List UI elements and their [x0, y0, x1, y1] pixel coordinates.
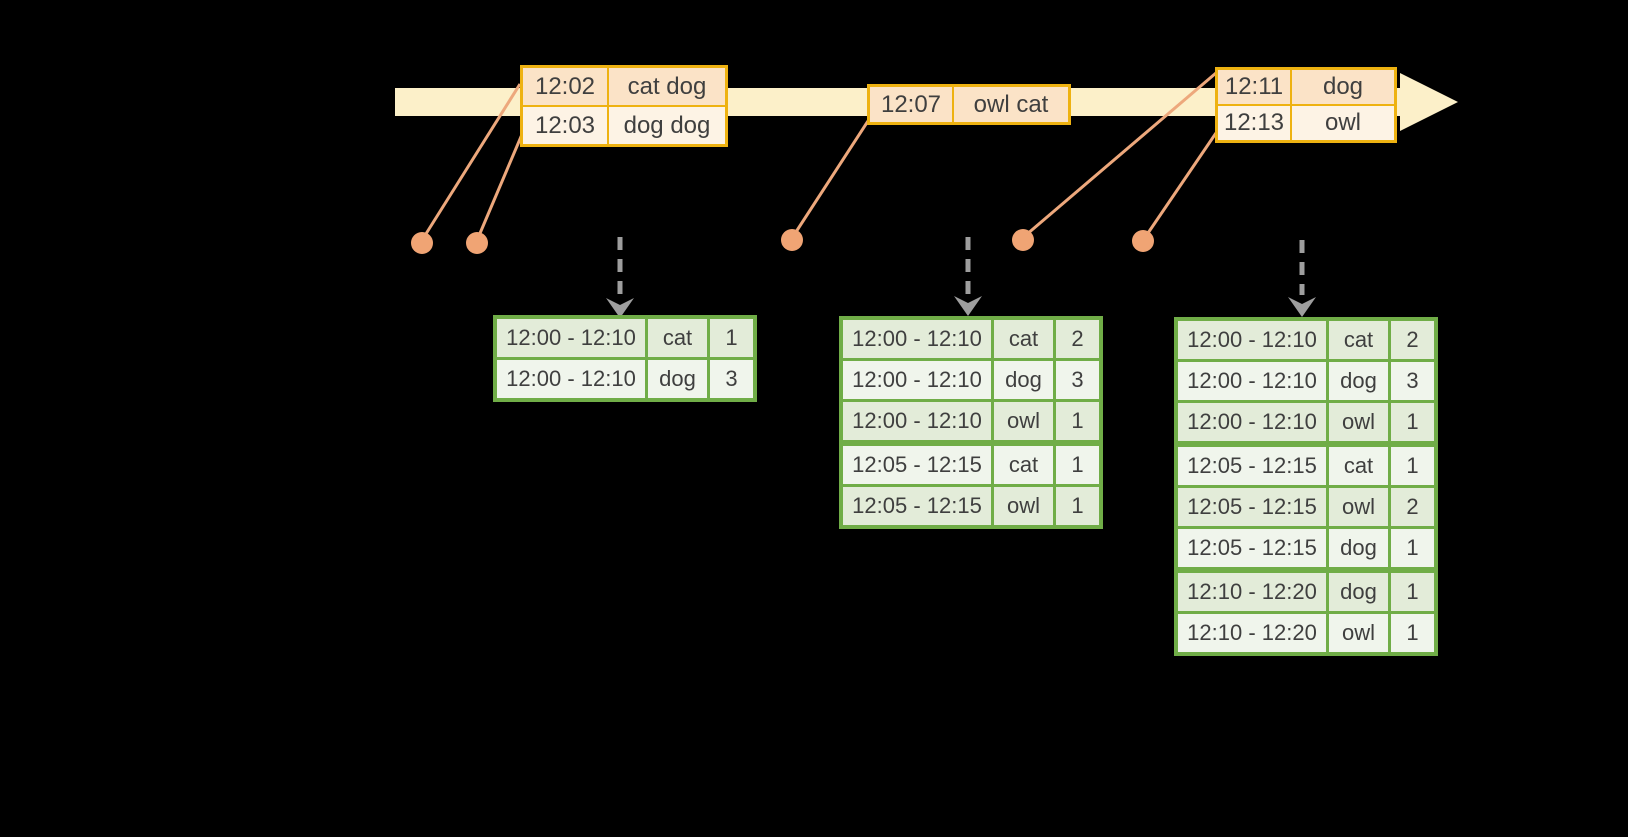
table-row: 12:03 dog dog — [520, 105, 728, 147]
event-words-cell: owl cat — [952, 84, 1071, 125]
table-row: 12:00 - 12:10 owl 1 — [839, 399, 1103, 445]
event-connector-line — [422, 83, 522, 238]
word-cell: owl — [1326, 611, 1391, 656]
table-row: 12:05 - 12:15 cat 1 — [839, 440, 1103, 487]
event-words-cell: dog — [1290, 67, 1397, 106]
window-cell: 12:10 - 12:20 — [1174, 611, 1329, 656]
window-cell: 12:05 - 12:15 — [1174, 485, 1329, 529]
window-cell: 12:00 - 12:10 — [1174, 359, 1329, 403]
window-cell: 12:00 - 12:10 — [839, 358, 994, 402]
word-cell: cat — [991, 440, 1056, 487]
table-row: 12:00 - 12:10 dog 3 — [493, 357, 757, 402]
word-cell: cat — [991, 316, 1056, 361]
word-cell: owl — [991, 399, 1056, 445]
window-cell: 12:00 - 12:10 — [1174, 400, 1329, 446]
table-row: 12:00 - 12:10 cat 2 — [1174, 317, 1438, 362]
count-cell: 1 — [1053, 484, 1103, 529]
event-dot — [781, 229, 803, 251]
table-row: 12:00 - 12:10 dog 3 — [839, 358, 1103, 402]
table-row: 12:00 - 12:10 cat 2 — [839, 316, 1103, 361]
word-cell: cat — [1326, 317, 1391, 362]
count-cell: 1 — [1388, 441, 1438, 488]
word-cell: dog — [991, 358, 1056, 402]
event-table-1: 12:02 cat dog 12:03 dog dog — [520, 65, 728, 147]
count-cell: 2 — [1053, 316, 1103, 361]
table-row: 12:10 - 12:20 owl 1 — [1174, 611, 1438, 656]
event-connector-line — [792, 120, 870, 236]
event-connector-line — [476, 131, 525, 239]
count-cell: 1 — [1053, 399, 1103, 445]
count-cell: 1 — [1388, 567, 1438, 614]
window-cell: 12:00 - 12:10 — [1174, 317, 1329, 362]
table-row: 12:05 - 12:15 cat 1 — [1174, 441, 1438, 488]
word-cell: dog — [1326, 567, 1391, 614]
table-row: 12:00 - 12:10 dog 3 — [1174, 359, 1438, 403]
table-row: 12:02 cat dog — [520, 65, 728, 107]
word-cell: dog — [1326, 359, 1391, 403]
window-cell: 12:05 - 12:15 — [1174, 441, 1329, 488]
word-cell: cat — [1326, 441, 1391, 488]
window-cell: 12:10 - 12:20 — [1174, 567, 1329, 614]
count-cell: 1 — [1388, 611, 1438, 656]
result-table-3: 12:00 - 12:10 cat 2 12:00 - 12:10 dog 3 … — [1174, 317, 1438, 656]
trigger-arrowhead-icon — [606, 298, 634, 318]
event-table-2: 12:07 owl cat — [867, 84, 1071, 125]
count-cell: 1 — [707, 315, 757, 360]
count-cell: 1 — [1053, 440, 1103, 487]
event-dot — [411, 232, 433, 254]
table-row: 12:10 - 12:20 dog 1 — [1174, 567, 1438, 614]
window-cell: 12:00 - 12:10 — [839, 316, 994, 361]
event-connector-line — [1144, 132, 1218, 237]
trigger-arrows — [606, 237, 1316, 318]
timeline-arrowhead-icon — [1400, 73, 1458, 131]
event-time-cell: 12:07 — [867, 84, 954, 125]
table-row: 12:00 - 12:10 cat 1 — [493, 315, 757, 360]
table-row: 12:11 dog — [1215, 67, 1397, 106]
table-row: 12:00 - 12:10 owl 1 — [1174, 400, 1438, 446]
event-words-cell: dog dog — [607, 105, 728, 147]
word-cell: owl — [1326, 400, 1391, 446]
event-dot — [1012, 229, 1034, 251]
result-table-1: 12:00 - 12:10 cat 1 12:00 - 12:10 dog 3 — [493, 315, 757, 402]
table-row: 12:05 - 12:15 owl 2 — [1174, 485, 1438, 529]
trigger-arrowhead-icon — [954, 296, 982, 316]
count-cell: 2 — [1388, 317, 1438, 362]
event-words-cell: owl — [1290, 104, 1397, 143]
word-cell: owl — [1326, 485, 1391, 529]
window-cell: 12:00 - 12:10 — [839, 399, 994, 445]
event-time-cell: 12:03 — [520, 105, 609, 147]
word-cell: dog — [645, 357, 710, 402]
trigger-arrowhead-icon — [1288, 297, 1316, 317]
count-cell: 2 — [1388, 485, 1438, 529]
count-cell: 3 — [1388, 359, 1438, 403]
word-cell: dog — [1326, 526, 1391, 572]
count-cell: 3 — [707, 357, 757, 402]
table-row: 12:13 owl — [1215, 104, 1397, 143]
event-table-3: 12:11 dog 12:13 owl — [1215, 67, 1397, 143]
count-cell: 3 — [1053, 358, 1103, 402]
event-connector-line — [1025, 71, 1217, 237]
word-cell: owl — [991, 484, 1056, 529]
table-row: 12:07 owl cat — [867, 84, 1071, 125]
table-row: 12:05 - 12:15 owl 1 — [839, 484, 1103, 529]
window-cell: 12:00 - 12:10 — [493, 315, 648, 360]
event-words-cell: cat dog — [607, 65, 728, 107]
event-time-cell: 12:02 — [520, 65, 609, 107]
count-cell: 1 — [1388, 526, 1438, 572]
event-dot — [466, 232, 488, 254]
window-cell: 12:05 - 12:15 — [839, 440, 994, 487]
window-cell: 12:05 - 12:15 — [1174, 526, 1329, 572]
event-dots — [411, 229, 1154, 254]
event-time-cell: 12:13 — [1215, 104, 1292, 143]
word-cell: cat — [645, 315, 710, 360]
result-table-2: 12:00 - 12:10 cat 2 12:00 - 12:10 dog 3 … — [839, 316, 1103, 529]
window-cell: 12:00 - 12:10 — [493, 357, 648, 402]
window-cell: 12:05 - 12:15 — [839, 484, 994, 529]
event-dot — [1132, 230, 1154, 252]
count-cell: 1 — [1388, 400, 1438, 446]
event-time-cell: 12:11 — [1215, 67, 1292, 106]
table-row: 12:05 - 12:15 dog 1 — [1174, 526, 1438, 572]
connector-lines — [422, 71, 1218, 239]
